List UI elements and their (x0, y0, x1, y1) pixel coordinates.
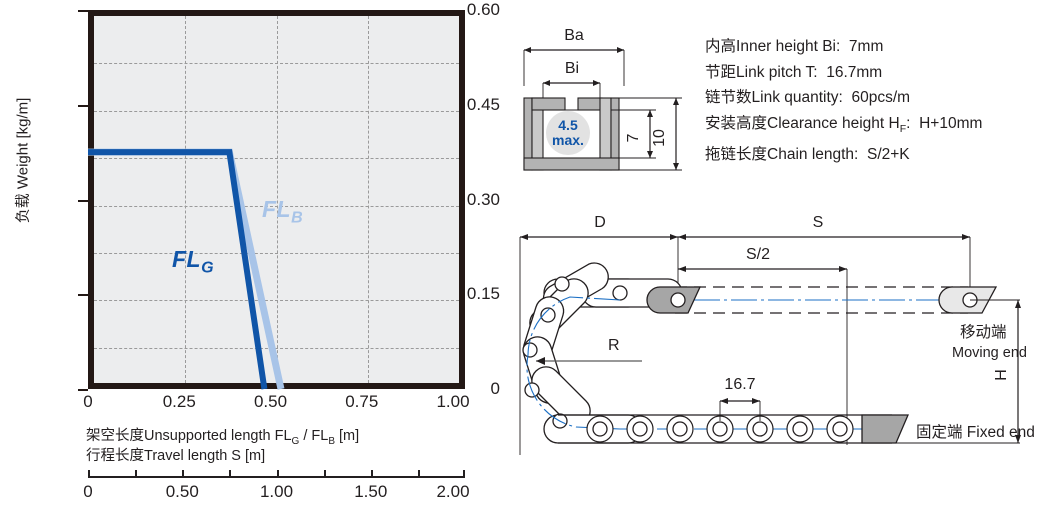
dim-label-bi: Bi (565, 60, 579, 77)
x-axis-caption-travel: 行程长度Travel length S [m] (86, 448, 266, 464)
x-tick-label: 0.75 (345, 392, 379, 411)
y-tick-label: 0.60 (466, 0, 500, 19)
cross-section-drawing: Ba Bi (523, 27, 682, 171)
x-tick-label: 0.25 (162, 392, 196, 411)
travel-tick (417, 470, 420, 478)
travel-tick (229, 470, 232, 478)
dim-label-s-half: S/2 (746, 246, 770, 263)
travel-tick-label: 2.00 (436, 482, 470, 501)
dim-label-ba: Ba (564, 27, 584, 44)
travel-tick (323, 470, 326, 478)
grid-line-horizontal (94, 347, 459, 349)
fixed-end-block (861, 414, 909, 444)
specification-list: 内高Inner height Bi: 7mm 节距Link pitch T: 1… (705, 34, 1051, 168)
grid-line-horizontal (94, 252, 459, 254)
dim-label-h: H (993, 369, 1010, 381)
dim-label-s: S (813, 214, 824, 231)
chain-links-lower (586, 415, 854, 443)
channel-profile (523, 97, 620, 171)
travel-tick (88, 470, 90, 478)
grid-line-vertical (185, 16, 187, 383)
y-tick-mark (78, 104, 88, 107)
travel-tick (135, 470, 138, 478)
y-tick-label: 0.30 (466, 189, 500, 209)
grid-line-vertical (367, 16, 369, 383)
y-tick-label: 0.15 (466, 284, 500, 304)
grid-line-vertical (276, 16, 278, 383)
dim-label-outer-height: 10 (651, 129, 668, 147)
fixed-end-label: 固定端 Fixed end (916, 423, 1035, 441)
x-axis-caption-unsupported: 架空长度Unsupported length FLG / FLB [m] (86, 428, 360, 447)
dim-label-inner-height: 7 (625, 133, 642, 142)
grid-line-horizontal (94, 158, 459, 160)
travel-tick-label: 0 (83, 482, 93, 501)
moving-end-label-cn: 移动端 (960, 323, 1007, 341)
technical-specification-panel: Ba Bi (500, 0, 1051, 508)
y-tick-label: 0 (490, 379, 500, 398)
chart-y-axis-title: 负载 Weight [kg/m] (14, 97, 32, 224)
y-tick-label: 0.45 (466, 94, 500, 114)
travel-tick-label: 1.50 (354, 482, 388, 501)
grid-line-horizontal (94, 205, 459, 207)
bubble-value: 4.5 (558, 117, 578, 133)
bubble-unit: max. (552, 132, 584, 148)
grid-line-horizontal (94, 63, 459, 65)
travel-tick (182, 470, 185, 478)
y-tick-mark (78, 199, 88, 202)
travel-tick (463, 470, 465, 478)
curve-label-flg: FLG (172, 246, 215, 277)
y-tick-mark (78, 389, 88, 391)
dim-label-pitch: 16.7 (724, 376, 755, 393)
load-capacity-chart: 负载 Weight [kg/m] 0.60 0.45 0.30 0.15 0 F… (0, 0, 501, 508)
spec-row-link-quantity: 链节数Link quantity: 60pcs/m (705, 89, 911, 106)
moving-end-label-en: Moving end (952, 345, 1027, 361)
x-tick-label: 0 (83, 392, 93, 411)
grid-line-horizontal (94, 300, 459, 302)
x-tick-label: 1.00 (436, 392, 470, 411)
spec-row-chain-length: 拖链长度Chain length: S/2+K (705, 146, 910, 164)
y-tick-mark (78, 294, 88, 297)
chart-curves (88, 148, 285, 390)
cable-chain-diagram: D S S/2 移动端 Moving (519, 214, 1035, 455)
travel-tick-label: 1.00 (259, 482, 294, 501)
curve-flg (88, 149, 268, 390)
clearance-bubble (546, 111, 590, 155)
chart-plot-area (88, 10, 465, 389)
travel-tick (370, 470, 373, 478)
travel-tick (276, 470, 279, 478)
spec-row-link-pitch: 节距Link pitch T: 16.7mm (705, 63, 883, 81)
dim-label-r: R (608, 337, 620, 354)
y-tick-mark (78, 10, 88, 12)
dim-label-d: D (594, 214, 606, 231)
spec-row-inner-height: 内高Inner height Bi: 7mm (705, 38, 884, 55)
travel-tick-label: 0.50 (165, 482, 199, 501)
travel-length-axis (88, 470, 465, 478)
curve-label-flb: FLB (262, 196, 304, 227)
spec-row-clearance-height: 安装高度Clearance height HF: H+10mm (705, 114, 983, 135)
x-tick-label: 0.50 (253, 392, 288, 411)
grid-line-horizontal (94, 110, 459, 112)
